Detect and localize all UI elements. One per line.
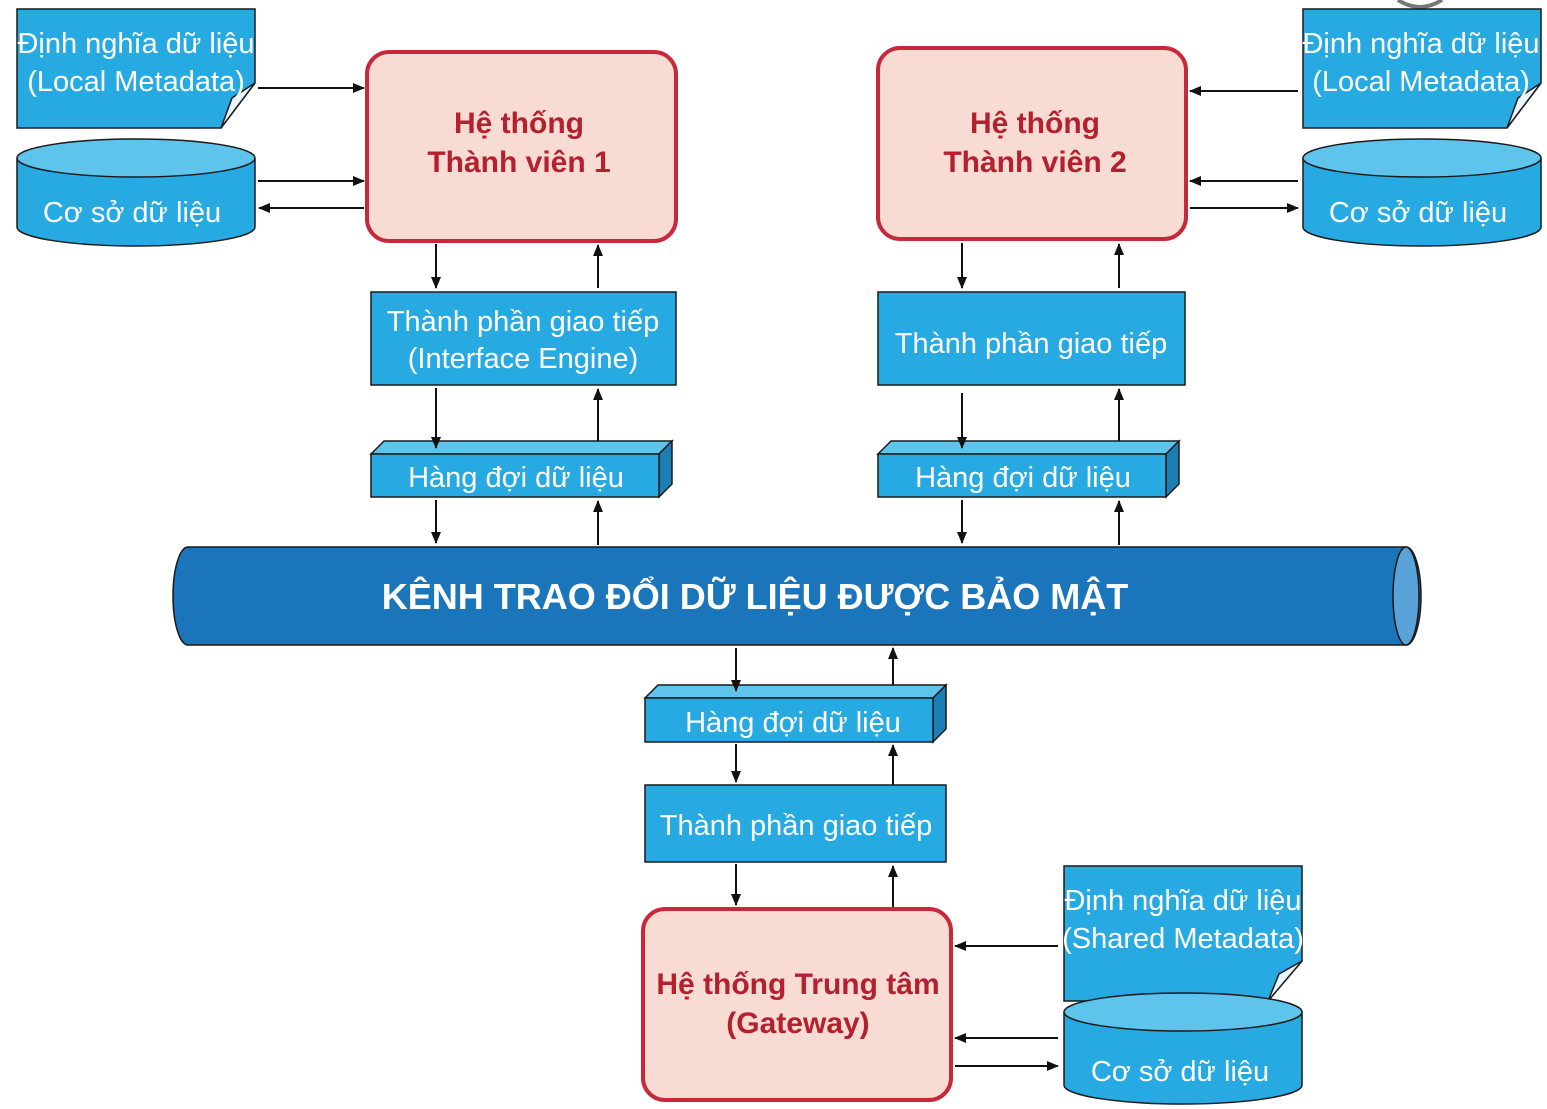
member2-metadata-doc: Định nghĩa dữ liệu (Local Metadata) [1302, 8, 1542, 129]
member2-metadata-line2: (Local Metadata) [1312, 66, 1530, 98]
central-queue-label: Hàng đợi dữ liệu [685, 707, 901, 739]
member1-database: Cơ sở dữ liệu [16, 138, 256, 247]
central-metadata-doc: Định nghĩa dữ liệu (Shared Metadata) [1062, 865, 1304, 1002]
central-data-queue: Hàng đợi dữ liệu [643, 683, 948, 744]
member2-system: Hệ thống Thành viên 2 [876, 46, 1188, 241]
central-interface: Thành phần giao tiếp [644, 784, 947, 863]
member2-system-line2: Thành viên 2 [943, 146, 1126, 179]
member1-queue-label: Hàng đợi dữ liệu [408, 462, 624, 494]
member1-interface-line1: Thành phần giao tiếp [387, 306, 660, 338]
member2-interface: Thành phần giao tiếp [877, 291, 1186, 386]
member2-interface-label: Thành phần giao tiếp [895, 328, 1168, 360]
member1-metadata-line2: (Local Metadata) [27, 66, 245, 98]
member2-data-queue: Hàng đợi dữ liệu [876, 439, 1181, 499]
member2-system-line1: Hệ thống [970, 107, 1100, 140]
central-system: Hệ thống Trung tâm (Gateway) [641, 907, 953, 1102]
central-metadata-line2: (Shared Metadata) [1062, 923, 1304, 955]
member1-system: Hệ thống Thành viên 1 [365, 50, 678, 243]
member2-database-label: Cơ sở dữ liệu [1329, 197, 1507, 229]
central-system-line2: (Gateway) [726, 1007, 869, 1040]
member2-metadata-line1: Định nghĩa dữ liệu [1302, 28, 1539, 60]
central-interface-label: Thành phần giao tiếp [660, 810, 933, 842]
corner-decoration [1396, 0, 1444, 9]
central-metadata-line1: Định nghĩa dữ liệu [1064, 885, 1301, 917]
member1-system-line1: Hệ thống [454, 107, 584, 140]
member1-system-line2: Thành viên 1 [427, 146, 610, 179]
member1-metadata-line1: Định nghĩa dữ liệu [17, 28, 254, 60]
member1-data-queue: Hàng đợi dữ liệu [369, 439, 674, 499]
member2-database: Cơ sở dữ liệu [1302, 138, 1542, 247]
member1-interface-line2: (Interface Engine) [408, 343, 639, 375]
central-system-line1: Hệ thống Trung tâm [656, 968, 939, 1001]
central-database-label: Cơ sở dữ liệu [1091, 1056, 1269, 1088]
member2-queue-label: Hàng đợi dữ liệu [915, 462, 1131, 494]
central-database: Cơ sở dữ liệu [1063, 992, 1303, 1105]
secure-exchange-bus: KÊNH TRAO ĐỔI DỮ LIỆU ĐƯỢC BẢO MẬT [172, 546, 1422, 646]
member1-metadata-doc: Định nghĩa dữ liệu (Local Metadata) [16, 8, 256, 129]
member1-database-label: Cơ sở dữ liệu [43, 197, 221, 229]
bus-label: KÊNH TRAO ĐỔI DỮ LIỆU ĐƯỢC BẢO MẬT [382, 574, 1128, 617]
member1-interface-engine: Thành phần giao tiếp (Interface Engine) [370, 291, 677, 386]
flow-arrows [258, 83, 1299, 1071]
